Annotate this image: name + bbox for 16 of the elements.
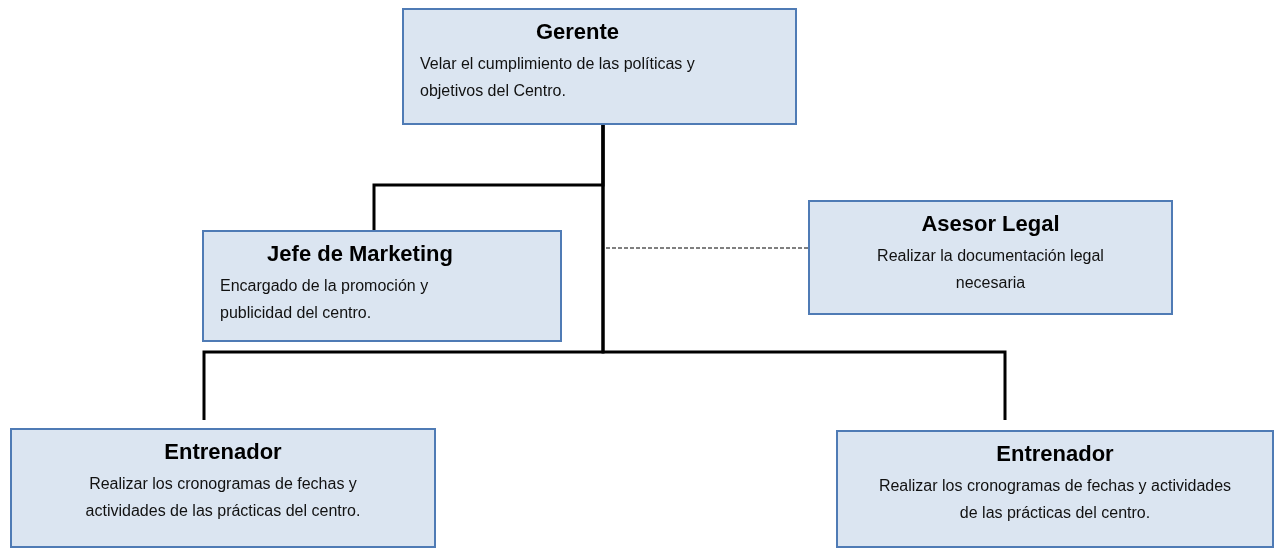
org-box (808, 200, 1173, 315)
org-box (836, 430, 1274, 548)
box-description: Realizar la documentación legal necesaria (876, 245, 1105, 293)
box-description: Realizar los cronogramas de fechas y actividades de las prácticas del centro. (84, 473, 362, 521)
box-title: Jefe de Marketing (267, 240, 453, 268)
box-title: Asesor Legal (921, 210, 1060, 238)
box-description: Realizar los cronogramas de fechas y actividades de las prácticas del centro. (877, 475, 1233, 523)
org-box (402, 8, 797, 125)
org-box (10, 428, 436, 548)
box-description: Encargado de la promoción y publicidad del centro. (220, 275, 430, 323)
box-title: Entrenador (164, 438, 282, 466)
connector-line (601, 125, 1007, 420)
box-description: Velar el cumplimiento de las políticas y objetivos del Centro. (420, 53, 696, 101)
box-title: Entrenador (996, 440, 1114, 468)
box-title: Gerente (535, 18, 620, 46)
org-box (202, 230, 562, 342)
